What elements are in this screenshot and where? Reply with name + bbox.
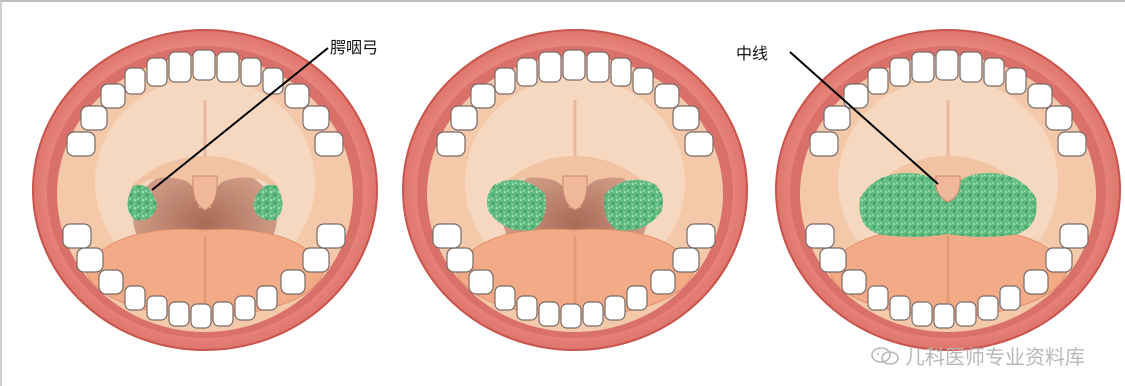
watermark-text: 儿科医师专业资料库 bbox=[905, 341, 1085, 370]
palatopharyngeal-arch-label: 腭咽弓 bbox=[330, 34, 378, 58]
wechat-icon bbox=[871, 346, 899, 366]
midline-label: 中线 bbox=[736, 40, 768, 64]
mouth-grade-1 bbox=[33, 30, 377, 350]
watermark: 儿科医师专业资料库 bbox=[871, 341, 1085, 370]
mouth-grade-3 bbox=[776, 30, 1120, 350]
mouth-grade-2 bbox=[403, 30, 747, 350]
